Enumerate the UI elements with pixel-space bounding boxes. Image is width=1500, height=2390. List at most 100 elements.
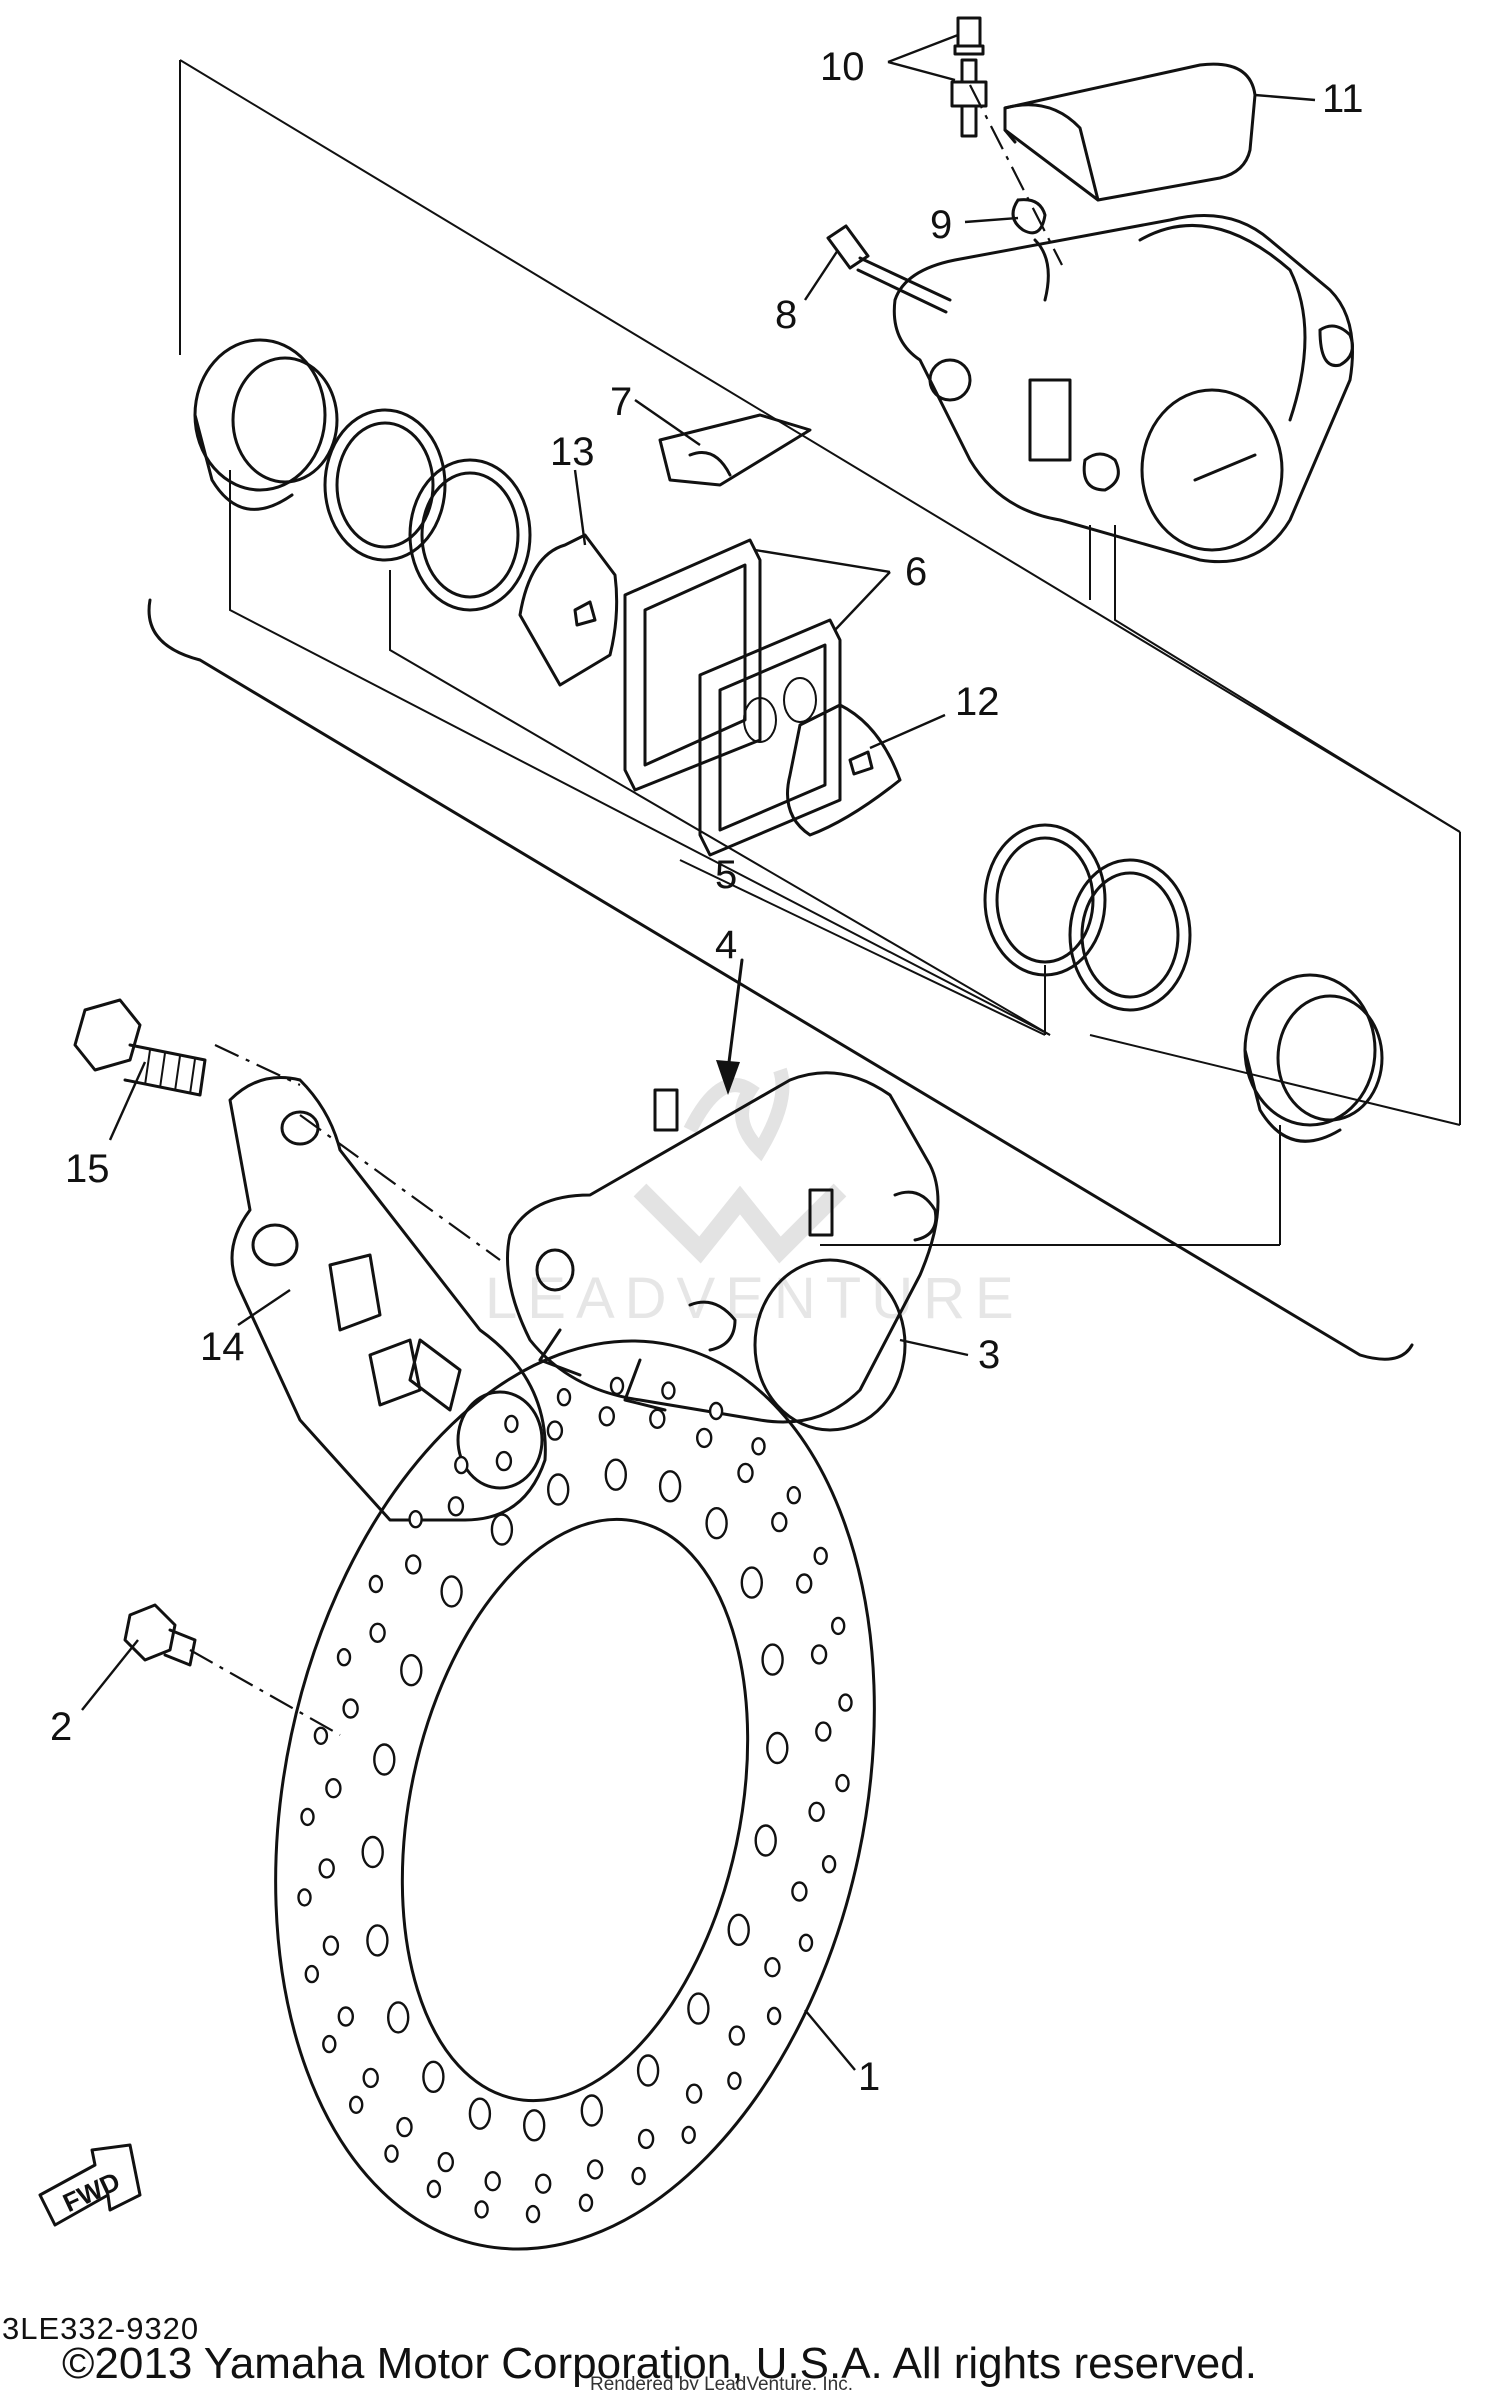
disc-vent-hole <box>337 2006 354 2027</box>
disc-vent-hole <box>808 1801 825 1823</box>
disc-vent-hole <box>786 1485 801 1505</box>
pad-clip <box>1011 198 1047 235</box>
disc-vent-hole <box>658 1470 682 1503</box>
bleed-screw-and-cap <box>950 16 988 138</box>
disc-vent-hole <box>771 1511 788 1533</box>
forward-arrow: FWD <box>38 2143 142 2227</box>
assembly-arrow <box>716 958 744 1095</box>
disc-vent-hole <box>705 1506 728 1540</box>
disc-vent-hole <box>637 2128 655 2150</box>
disc-vent-hole <box>297 1888 312 1907</box>
drop-lines <box>229 470 1461 1246</box>
copyright-notice: ©2013 Yamaha Motor Corporation, U.S.A. A… <box>62 2339 1257 2388</box>
disc-vent-hole <box>373 1743 396 1776</box>
disc-vent-hole <box>426 2179 442 2199</box>
disc-vent-hole <box>791 1881 808 1902</box>
pistons-and-seals-top <box>193 338 532 612</box>
disc-vent-hole <box>547 1473 570 1506</box>
callout-2: 2 <box>50 1705 72 1749</box>
disc-vent-hole <box>578 2193 594 2213</box>
caliper-assembly-top <box>892 214 1354 564</box>
disc-vent-hole <box>490 1513 514 1546</box>
disc-vent-hole <box>322 2034 337 2054</box>
part-callouts: 10 11 9 8 7 13 6 12 5 4 15 14 3 2 1 <box>50 45 1364 2099</box>
rendered-by-notice: Rendered by LeadVenture, Inc. <box>590 2374 853 2390</box>
disc-vent-hole <box>396 2116 413 2138</box>
callout-10: 10 <box>820 45 865 89</box>
disc-vent-hole <box>322 1935 340 1956</box>
brake-pads <box>623 538 842 857</box>
disc-vent-hole <box>586 2159 604 2180</box>
disc-vent-hole <box>318 1858 335 1879</box>
pad-cover <box>1003 62 1257 202</box>
disc-vent-hole <box>313 1726 329 1746</box>
callout-7: 7 <box>610 380 632 424</box>
disc-vent-holes <box>297 1376 853 2224</box>
disc-vent-hole <box>336 1647 352 1667</box>
disc-vent-hole <box>495 1450 513 1472</box>
disc-vent-hole <box>408 1509 423 1529</box>
disc-vent-hole <box>835 1773 850 1793</box>
disc-vent-hole <box>821 1854 837 1874</box>
watermark-text: LEADVENTURE <box>485 1266 1024 1331</box>
disc-vent-hole <box>405 1554 422 1575</box>
pad-shim-right <box>786 703 902 837</box>
disc-vent-hole <box>468 2097 492 2130</box>
callout-13: 13 <box>550 430 595 474</box>
disc-vent-hole <box>681 2125 696 2145</box>
callout-5: 5 <box>715 853 737 897</box>
disc-vent-hole <box>369 1622 386 1644</box>
disc-vent-hole <box>361 1835 384 1869</box>
disc-vent-hole <box>728 2025 745 2046</box>
caliper-assembly-bottom <box>506 1071 940 1432</box>
disc-vent-hole <box>523 2109 546 2142</box>
callout-1: 1 <box>858 2055 880 2099</box>
pad-pin <box>826 224 952 314</box>
disc-vent-hole <box>580 2094 603 2127</box>
disc-vent-hole <box>342 1698 359 1719</box>
callout-6: 6 <box>905 550 927 594</box>
disc-vent-hole <box>362 2067 379 2089</box>
disc-vent-hole <box>368 1574 384 1594</box>
callout-9: 9 <box>930 203 952 247</box>
brake-disc <box>274 1339 876 2251</box>
center-lines <box>189 84 1063 1736</box>
disc-vent-hole <box>796 1573 813 1594</box>
disc-vent-hole <box>484 2170 501 2192</box>
disc-vent-hole <box>764 1956 781 1978</box>
disc-vent-hole <box>598 1406 615 1427</box>
disc-vent-hole <box>437 2151 454 2173</box>
pad-shim-left <box>518 533 619 687</box>
fwd-label: FWD <box>58 2166 124 2218</box>
disc-vent-hole <box>454 1455 469 1475</box>
disc-vent-hole <box>798 1933 814 1953</box>
callout-12: 12 <box>955 680 1000 724</box>
disc-vent-hole <box>831 1616 846 1636</box>
disc-vent-hole <box>609 1376 625 1396</box>
disc-vent-hole <box>761 1643 784 1676</box>
disc-vent-hole <box>304 1964 319 1984</box>
disc-vent-hole <box>525 2204 541 2224</box>
disc-vent-hole <box>810 1644 828 1665</box>
callout-3: 3 <box>978 1333 1000 1377</box>
callout-8: 8 <box>775 293 797 337</box>
disc-vent-hole <box>325 1777 342 1799</box>
callout-11: 11 <box>1322 77 1364 121</box>
disc-vent-hole <box>727 1913 750 1947</box>
disc-vent-hole <box>604 1458 627 1491</box>
disc-vent-hole <box>661 1381 676 1400</box>
disc-vent-hole <box>754 1824 777 1857</box>
disc-vent-hole <box>766 2006 782 2026</box>
disc-vent-hole <box>556 1387 572 1407</box>
disc-bolt <box>123 1603 197 1667</box>
disc-vent-hole <box>696 1427 713 1449</box>
disc-vent-hole <box>766 1731 789 1765</box>
disc-vent-hole <box>387 2001 410 2034</box>
disc-vent-hole <box>685 2083 703 2104</box>
disc-vent-hole <box>440 1575 463 1608</box>
leader-lines <box>81 33 1316 2071</box>
disc-vent-hole <box>751 1437 766 1456</box>
pistons-and-seals-bottom <box>983 823 1384 1143</box>
callout-15: 15 <box>65 1147 110 1191</box>
